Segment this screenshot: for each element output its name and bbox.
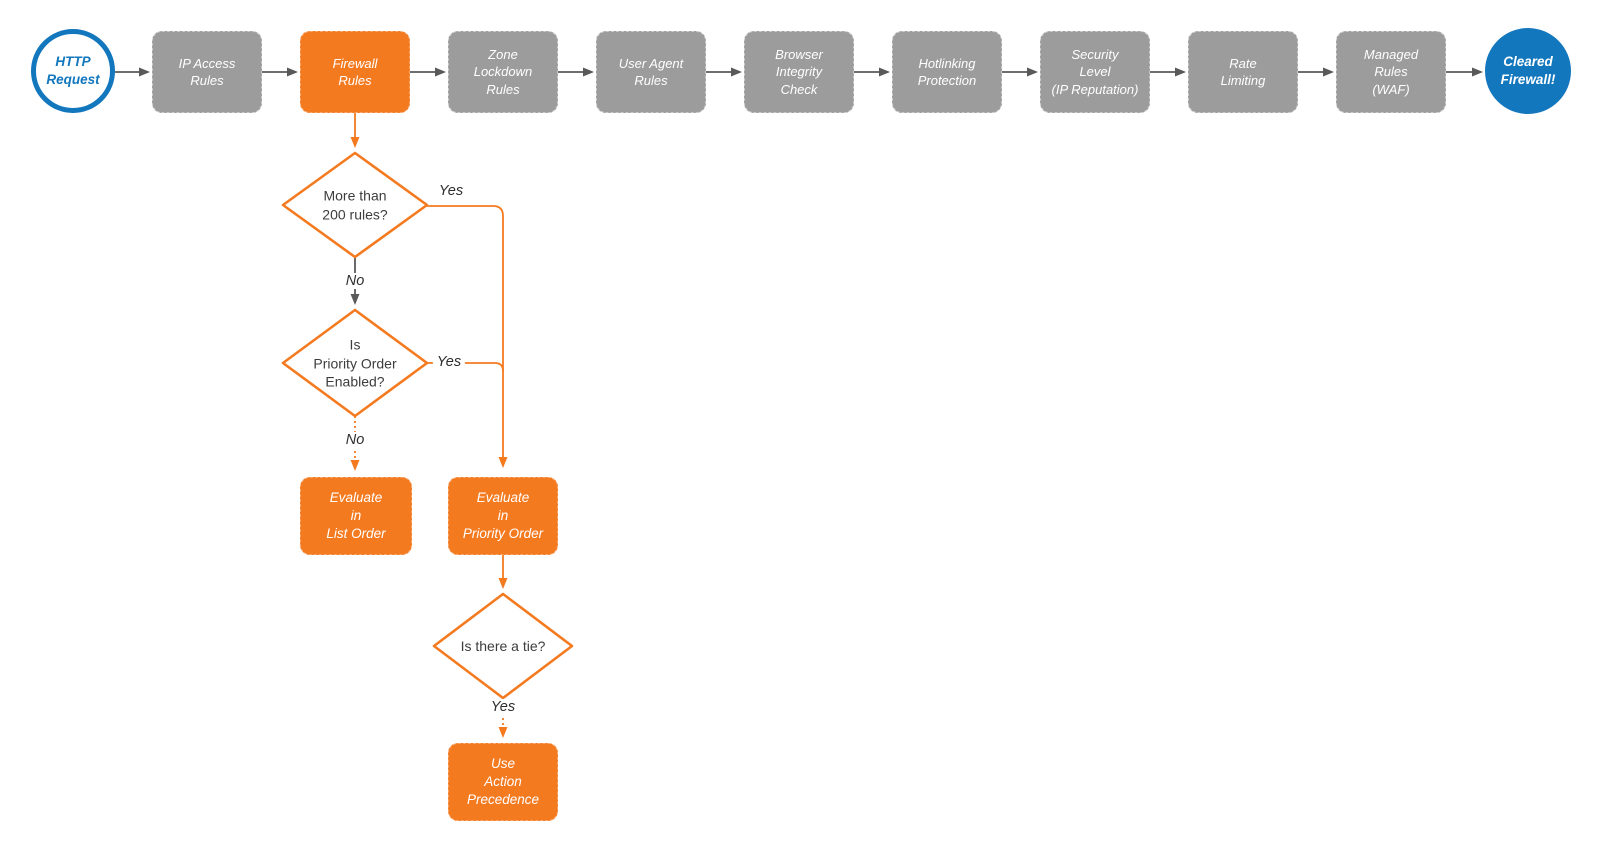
edge-label-no-decision1: No: [341, 273, 369, 289]
decision3-diamond: [432, 592, 574, 700]
decision1-diamond: [281, 151, 429, 259]
edge-label-yes-decision3: Yes: [486, 699, 520, 715]
stage-ip-access-rules: IP Access Rules: [152, 31, 262, 113]
stage-managed-rules-waf: Managed Rules (WAF): [1336, 31, 1446, 113]
stage-browser-integrity-check: Browser Integrity Check: [744, 31, 854, 113]
stage-firewall-rules: Firewall Rules: [300, 31, 410, 113]
end-node-cleared-firewall: Cleared Firewall!: [1485, 28, 1571, 114]
arrow-decision1-yes: [427, 205, 508, 468]
decision-more-than-200-rules: More than 200 rules?: [322, 187, 388, 223]
stage-rate-limiting: Rate Limiting: [1188, 31, 1298, 113]
edge-label-yes-decision1: Yes: [434, 183, 468, 199]
arrow-decision2-yes-join: [427, 362, 504, 372]
stage-security-level: Security Level (IP Reputation): [1040, 31, 1150, 113]
top-row-arrows: [115, 67, 1483, 305]
edge-label-yes-decision2: Yes: [432, 354, 466, 370]
action-use-action-precedence: Use Action Precedence: [448, 743, 558, 821]
action-evaluate-in-priority-order: Evaluate in Priority Order: [448, 477, 558, 555]
decision-is-there-a-tie: Is there a tie?: [460, 637, 546, 654]
stage-zone-lockdown-rules: Zone Lockdown Rules: [448, 31, 558, 113]
decision2-diamond: [281, 308, 429, 418]
stage-hotlinking-protection: Hotlinking Protection: [892, 31, 1002, 113]
decision-priority-order-enabled: Is Priority Order Enabled?: [313, 336, 397, 390]
start-node-http-request: HTTP Request: [31, 29, 115, 113]
stage-user-agent-rules: User Agent Rules: [596, 31, 706, 113]
decision-diamonds: [281, 151, 574, 700]
action-evaluate-in-list-order: Evaluate in List Order: [300, 477, 412, 555]
edge-label-no-decision2: No: [341, 432, 369, 448]
